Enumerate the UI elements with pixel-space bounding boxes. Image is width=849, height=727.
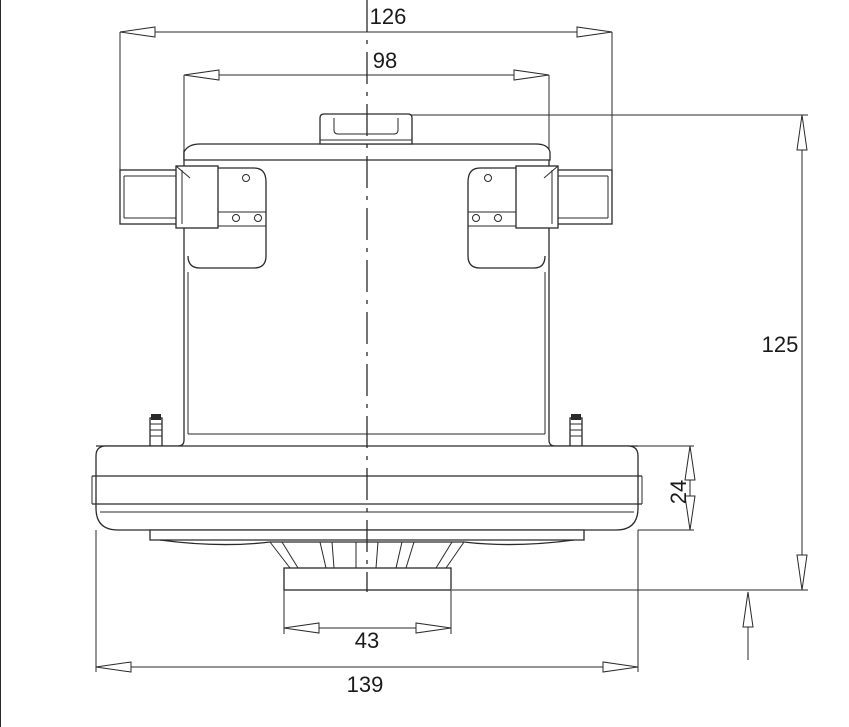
dimension-126-label: 126 (370, 4, 407, 29)
left-terminal (149, 414, 163, 447)
impeller-vanes (269, 541, 465, 569)
dimension-98-label: 98 (373, 48, 397, 73)
dimension-24: 24 (638, 445, 696, 531)
dimension-126: 126 (119, 4, 613, 222)
dimension-139-label: 139 (347, 672, 384, 697)
dimension-125-label: 125 (762, 332, 799, 357)
right-terminal (569, 414, 583, 447)
reference-arrow (742, 591, 754, 660)
dimension-125: 125 (410, 114, 808, 591)
dimension-43-label: 43 (355, 628, 379, 653)
dimension-43: 43 (283, 590, 452, 653)
dimension-139: 139 (95, 530, 639, 697)
dimension-24-label: 24 (666, 480, 691, 504)
